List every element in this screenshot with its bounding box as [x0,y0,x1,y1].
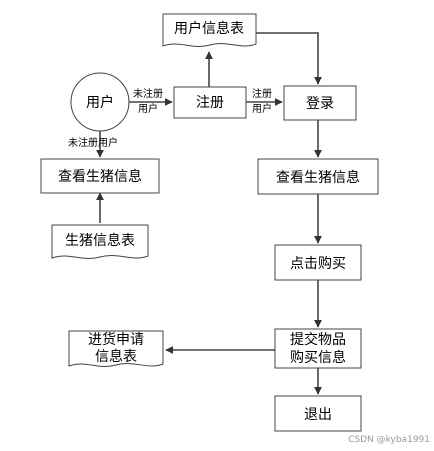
node-pig-info-table: 生猪信息表 [51,224,149,259]
edge-label-user-register-line2: 用户 [138,102,158,115]
node-register: 注册 [173,86,247,119]
node-user-label: 用户 [86,94,114,111]
node-register-label: 注册 [196,95,224,111]
node-user-info-table: 用户信息表 [162,13,257,47]
node-submit-label-line2: 购买信息 [290,349,346,366]
node-user: 用户 [70,72,130,132]
node-view-pig-right-label: 查看生猪信息 [276,169,360,186]
node-submit-purchase: 提交物品 购买信息 [274,328,362,369]
node-purchase-request-label-line2: 信息表 [95,348,137,365]
node-view-pig-right: 查看生猪信息 [257,158,379,195]
edge-label-register-login-line2: 用户 [252,102,272,115]
node-click-buy-label: 点击购买 [290,256,346,272]
node-login-label: 登录 [306,96,334,112]
node-view-pig-left: 查看生猪信息 [40,158,160,194]
edge-label-user-register-line1: 未注册 [133,87,163,100]
edge-user-info-table-to-login [256,32,322,85]
node-pig-info-table-label: 生猪信息表 [65,232,135,249]
edge-label-user-view: 未注册用户 [68,136,118,149]
node-purchase-request-label-line1: 进货申请 [88,331,144,348]
node-logout-label: 退出 [304,407,332,423]
edge-label-register-login-line1: 注册 [252,87,272,100]
watermark: CSDN @kyba1991 [348,435,430,445]
node-user-info-table-label: 用户信息表 [174,20,244,37]
node-view-pig-left-label: 查看生猪信息 [58,168,142,185]
node-click-buy: 点击购买 [274,244,362,281]
node-purchase-request-table: 进货申请 信息表 [68,330,164,367]
node-submit-label-line1: 提交物品 [290,331,346,348]
node-login: 登录 [283,85,357,121]
node-logout: 退出 [274,395,362,432]
